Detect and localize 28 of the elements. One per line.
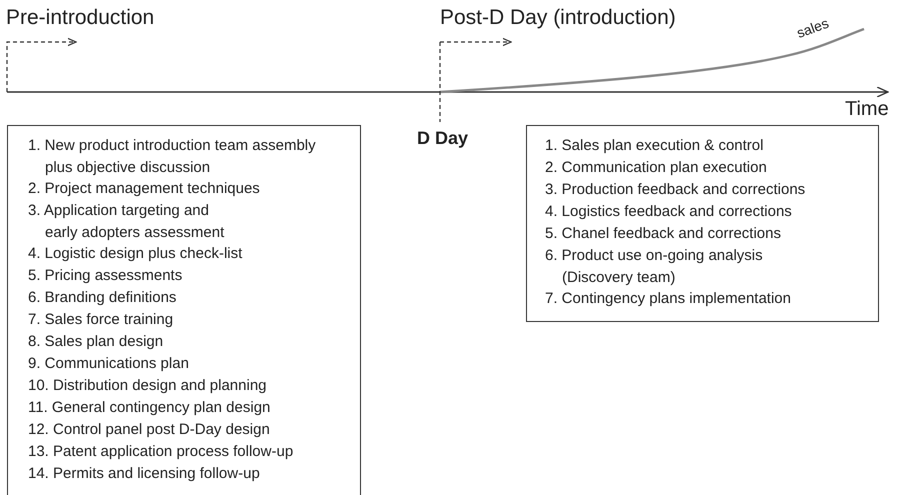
list-item: 3. Application targeting and early adopters assessment bbox=[28, 201, 226, 243]
list-item: 4. Logistics feedback and corrections bbox=[545, 202, 793, 222]
list-item: 1. Sales plan execution & control bbox=[545, 136, 764, 156]
list-item: 14. Permits and licensing follow-up bbox=[28, 464, 261, 484]
list-box bbox=[526, 125, 879, 322]
milestone-label: D Day bbox=[417, 128, 468, 149]
list-item: 3. Production feedback and corrections bbox=[545, 180, 806, 200]
list-item: 6. Branding definitions bbox=[28, 288, 178, 308]
curve-label: sales bbox=[794, 14, 831, 41]
list-item: 13. Patent application process follow-up bbox=[28, 442, 294, 462]
list-item: 11. General contingency plan design bbox=[28, 398, 272, 418]
list-item: 12. Control panel post D-Day design bbox=[28, 420, 271, 440]
list-item: 1. New product introduction team assembly plus objective discussion bbox=[28, 136, 317, 178]
list-item: 7. Sales force training bbox=[28, 310, 174, 330]
list-item: 10. Distribution design and planning bbox=[28, 376, 268, 396]
axis-label: Time bbox=[845, 98, 889, 121]
list-item: 5. Chanel feedback and corrections bbox=[545, 224, 782, 244]
list-item: 5. Pricing assessments bbox=[28, 266, 184, 286]
list-item: 8. Sales plan design bbox=[28, 332, 164, 352]
list-item: 7. Contingency plans implementation bbox=[545, 289, 792, 309]
section-heading: Pre-introduction bbox=[6, 6, 154, 30]
list-item: 4. Logistic design plus check-list bbox=[28, 244, 244, 264]
list-box bbox=[7, 125, 361, 495]
list-item: 2. Communication plan execution bbox=[545, 158, 768, 178]
list-item: 6. Product use on-going analysis (Discovery team) bbox=[545, 246, 764, 288]
list-item: 2. Project management techniques bbox=[28, 179, 261, 199]
section-heading: Post-D Day (introduction) bbox=[440, 6, 676, 30]
list-item: 9. Communications plan bbox=[28, 354, 190, 374]
